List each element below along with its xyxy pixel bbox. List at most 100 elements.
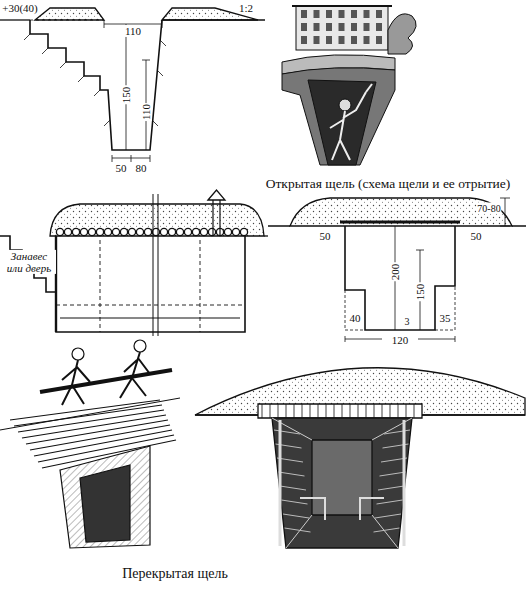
covered-slit-section-stroke bbox=[312, 440, 372, 515]
covered-slit-longitudinal-section-stroke-stroke bbox=[144, 228, 151, 235]
covered-slit-section-stroke-stroke bbox=[380, 472, 406, 476]
covered-slit-section-stroke bbox=[272, 418, 412, 548]
digging-picture-stroke-stroke bbox=[326, 36, 332, 44]
workers-picture-stroke bbox=[120, 352, 150, 398]
covered-slit-section-stroke-stroke bbox=[342, 404, 343, 418]
digging-picture-stroke-stroke bbox=[314, 10, 320, 18]
dimension-label: 70-80 bbox=[476, 203, 501, 214]
digging-picture-stroke bbox=[301, 10, 382, 44]
open-slit-section-stroke bbox=[162, 19, 265, 20]
covered-slit-longitudinal-section-stroke-stroke bbox=[160, 228, 167, 235]
workers-picture-stroke-stroke bbox=[14, 405, 162, 426]
digging-picture-stroke-stroke bbox=[314, 36, 320, 44]
covered-slit-section-stroke-stroke bbox=[302, 404, 303, 418]
covered-slit-longitudinal-section-stroke-stroke bbox=[168, 228, 175, 235]
dimension-label: 150 bbox=[120, 86, 132, 105]
covered-slit-section-stroke-stroke bbox=[398, 404, 399, 418]
workers-picture-stroke bbox=[0, 398, 180, 430]
covered-slit-section-stroke-stroke bbox=[285, 528, 311, 532]
digging-picture-stroke-stroke bbox=[339, 10, 345, 18]
covered-slit-section-stroke-stroke bbox=[334, 404, 335, 418]
covered-slit-section-stroke bbox=[300, 498, 384, 520]
workers-picture-stroke bbox=[60, 446, 150, 548]
covered-slit-longitudinal-section-stroke-stroke bbox=[184, 228, 191, 235]
dimension-label: 50 bbox=[319, 230, 332, 242]
covered-slit-cross-section-stroke bbox=[345, 226, 455, 330]
workers-picture-stroke-stroke bbox=[22, 415, 166, 438]
workers-picture-stroke-stroke bbox=[18, 410, 164, 432]
dimension-label: 3 bbox=[405, 316, 410, 327]
dimension-label: 200 bbox=[389, 263, 401, 282]
workers-picture-stroke-stroke bbox=[34, 430, 172, 456]
figure-caption: Открытая щель (схема щели и ее отрытие) bbox=[266, 177, 511, 192]
dimension-label: 110 bbox=[140, 103, 152, 121]
open-slit-section-stroke bbox=[0, 19, 30, 20]
dimension-label: 50 bbox=[116, 162, 127, 174]
covered-slit-longitudinal-section-stroke-stroke bbox=[56, 228, 63, 235]
covered-slit-section-stroke bbox=[262, 404, 414, 418]
covered-slit-section bbox=[195, 368, 525, 548]
covered-slit-longitudinal-section-stroke-stroke bbox=[88, 228, 95, 235]
covered-slit-section-stroke-stroke bbox=[414, 404, 415, 418]
dimension-label: 35 bbox=[440, 312, 451, 324]
covered-slit-longitudinal-section-stroke-stroke bbox=[224, 228, 231, 235]
digging-picture-stroke-stroke bbox=[301, 10, 307, 18]
covered-slit-longitudinal-section-stroke-stroke bbox=[64, 228, 71, 235]
workers-picture-stroke-stroke bbox=[10, 400, 160, 420]
covered-slit-longitudinal-section-stroke bbox=[264, 235, 268, 236]
covered-slit-longitudinal-section-stroke-stroke bbox=[128, 228, 135, 235]
digging-picture-stroke-stroke bbox=[376, 23, 382, 31]
covered-slit-longitudinal-section-stroke-stroke bbox=[208, 228, 215, 235]
digging-picture-stroke-stroke bbox=[364, 10, 370, 18]
covered-slit-longitudinal-section-stroke-stroke bbox=[80, 228, 87, 235]
dimension-label: 50 bbox=[470, 230, 483, 242]
covered-slit-cross-section-stroke bbox=[268, 225, 526, 226]
covered-slit-longitudinal-section-stroke bbox=[0, 236, 245, 332]
digging-picture-stroke-stroke bbox=[351, 10, 357, 18]
digging-picture-stroke-stroke bbox=[314, 23, 320, 31]
digging-picture-stroke-stroke bbox=[351, 36, 357, 44]
covered-slit-longitudinal-section-stroke bbox=[153, 194, 158, 336]
digging-picture-stroke bbox=[296, 6, 388, 50]
covered-slit-longitudinal-section-stroke-stroke bbox=[136, 228, 143, 235]
digging-picture-stroke bbox=[388, 14, 416, 54]
digging-picture-stroke-stroke bbox=[351, 23, 357, 31]
digging-picture-stroke-stroke bbox=[364, 36, 370, 44]
covered-slit-section-stroke-stroke bbox=[374, 528, 400, 532]
covered-slit-longitudinal-section-stroke-stroke bbox=[104, 228, 111, 235]
covered-slit-section-stroke-stroke bbox=[270, 404, 271, 418]
covered-slit-section-stroke-stroke bbox=[318, 404, 319, 418]
covered-slit-cross-section-stroke bbox=[345, 286, 455, 330]
workers-picture-stroke bbox=[134, 340, 146, 352]
covered-slit-longitudinal-section-stroke bbox=[213, 200, 220, 236]
covered-slit-section-stroke-stroke bbox=[375, 514, 401, 518]
digging-picture-stroke bbox=[366, 84, 372, 92]
digging-picture-stroke-stroke bbox=[376, 36, 382, 44]
covered-slit-longitudinal-section-stroke bbox=[60, 318, 240, 319]
covered-slit-longitudinal-section-stroke-stroke bbox=[232, 228, 239, 235]
covered-slit-section-stroke bbox=[280, 420, 404, 546]
covered-slit-longitudinal-section-stroke bbox=[208, 190, 225, 200]
covered-slit-section-stroke-stroke bbox=[374, 404, 375, 418]
dimension-label: 120 bbox=[391, 334, 410, 346]
workers-picture-stroke bbox=[62, 360, 90, 405]
open-slit-section-stroke bbox=[112, 155, 150, 162]
dimension-label: 110 bbox=[124, 25, 142, 37]
digging-picture-stroke-stroke bbox=[376, 10, 382, 18]
covered-slit-section-stroke bbox=[272, 418, 412, 548]
digging-picture-stroke-stroke bbox=[339, 36, 345, 44]
open-slit-section bbox=[0, 8, 265, 162]
digging-picture bbox=[282, 6, 416, 165]
covered-slit-section-stroke bbox=[258, 404, 422, 418]
covered-slit-longitudinal-section-stroke-stroke bbox=[96, 228, 103, 235]
part-label: Занавес или дверь bbox=[2, 250, 56, 274]
covered-slit-section-stroke-stroke bbox=[283, 514, 309, 518]
covered-slit-section-stroke-stroke bbox=[274, 430, 300, 434]
covered-slit-section-stroke-stroke bbox=[262, 404, 263, 418]
open-slit-section-stroke bbox=[24, 34, 166, 126]
covered-slit-section-stroke-stroke bbox=[279, 472, 305, 476]
dimension-label: 150 bbox=[414, 283, 426, 302]
dimension-label: 80 bbox=[136, 162, 147, 174]
